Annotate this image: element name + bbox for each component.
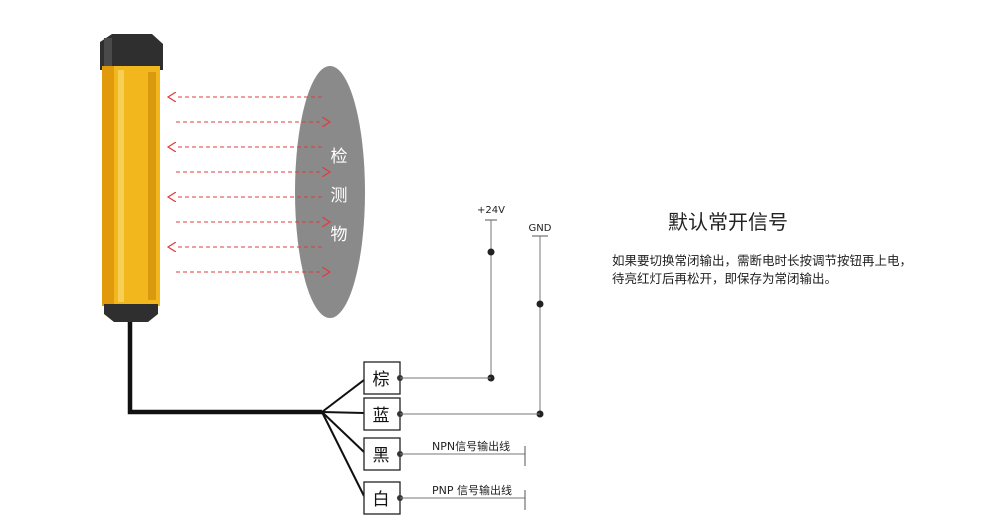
light-curtain-sensor <box>100 34 163 322</box>
fan-wire-blue <box>321 411 365 414</box>
info-line-1: 如果要切换常闭输出，需断电时长按调节按钮再上电， <box>612 253 913 268</box>
fan-wire-black <box>321 411 365 453</box>
object-char-1: 检 <box>331 147 348 167</box>
plus24v-junction-dot <box>487 248 495 256</box>
wire-color-label: 棕 <box>373 370 390 390</box>
gnd-junction-dot <box>536 300 544 308</box>
object-char-2: 测 <box>331 186 348 206</box>
gnd-label: GND <box>529 223 552 234</box>
detection-object-shape <box>295 66 365 318</box>
sensor-cable <box>127 322 365 497</box>
sensor-body-highlight <box>118 70 124 302</box>
fan-wire-brown <box>321 379 365 413</box>
sensor-lens-strip <box>148 72 156 300</box>
sensor-cap <box>100 34 163 70</box>
info-title: 默认常开信号 <box>668 210 788 234</box>
main-cable <box>127 322 322 415</box>
detection-object: 检 测 物 <box>295 66 365 318</box>
info-line-2: 待亮红灯后再松开，即保存为常闭输出。 <box>612 271 838 286</box>
terminal-black: 黑 <box>363 437 403 471</box>
terminal-box <box>363 397 401 431</box>
sensor-body-shade <box>102 66 114 306</box>
pnp-output-label: PNP 信号输出线 <box>432 483 512 497</box>
terminal-brown: 棕 <box>363 361 403 395</box>
npn-output-label: NPN信号输出线 <box>432 439 510 453</box>
terminal-blue: 蓝 <box>363 397 403 431</box>
wire-color-label: 蓝 <box>373 406 390 426</box>
object-char-3: 物 <box>331 225 348 245</box>
sensor-cap-highlight <box>104 38 112 68</box>
info-description: 如果要切换常闭输出，需断电时长按调节按钮再上电， 待亮红灯后再松开，即保存为常闭… <box>612 252 912 288</box>
power-gnd-rail: GND <box>400 223 552 418</box>
terminal-box <box>363 481 401 515</box>
sensor-bottom-cap <box>104 304 158 322</box>
npn-output-line: NPN信号输出线 <box>400 439 526 466</box>
power-24v-rail: +24V <box>400 205 505 382</box>
fan-wire-white <box>321 411 365 497</box>
wire-color-label: 黑 <box>373 446 390 466</box>
wire-color-label: 白 <box>373 490 390 510</box>
terminal-white: 白 <box>363 481 403 515</box>
plus24v-label: +24V <box>477 205 505 216</box>
terminal-box <box>363 361 401 395</box>
pnp-output-line: PNP 信号输出线 <box>400 483 526 510</box>
light-beams <box>176 97 322 272</box>
